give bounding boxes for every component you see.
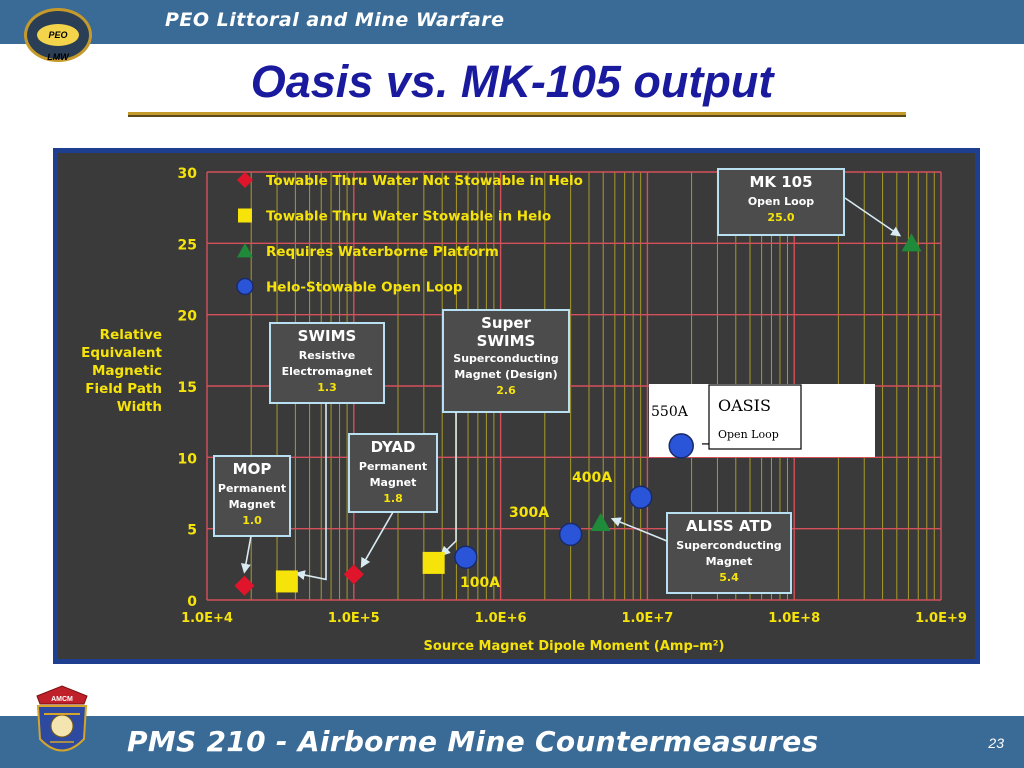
x-tick-label: 1.0E+4 [181,611,233,626]
callout-text-superswims: 2.6 [496,384,516,397]
data-point [628,485,653,510]
callout-text-swims: Resistive [299,349,355,362]
data-point [234,575,255,596]
legend-marker [238,208,252,223]
callout-box-superswims [442,309,570,413]
x-tick-label: 1.0E+6 [475,611,527,626]
x-tick-label: 1.0E+9 [915,611,967,626]
point-label-550a: 550A [651,404,689,420]
title-underline [128,112,906,115]
svg-text:AMCM: AMCM [51,696,73,703]
data-point [422,551,445,574]
callout-box-swims [269,322,385,404]
callout-text-mk105: 25.0 [767,211,794,224]
callout-text-swims: 1.3 [317,381,337,394]
x-axis-label: Source Magnet Dipole Moment (Amp–m²) [424,639,725,654]
callout-text-superswims: SWIMS [477,332,536,350]
legend-marker [237,243,253,258]
data-point [343,564,364,585]
peo-lmw-logo: PEO LMW [24,8,92,62]
callout-arrow [844,197,902,237]
callout-text-swims: Electromagnet [282,365,373,378]
y-axis-label: Magnetic [92,363,162,379]
callout-text-mk105: MK 105 [749,173,812,191]
callout-box-mop [213,455,291,537]
slide-title: Oasis vs. MK-105 output [250,56,774,107]
callout-box-aliss [666,512,792,594]
y-axis-label: Field Path [85,381,162,397]
page-number: 23 [988,735,1004,751]
legend-marker [236,277,254,296]
callout-text-swims: SWIMS [298,327,357,345]
y-tick-label: 20 [178,309,198,325]
data-point [558,522,583,547]
callout-box-mk105 [717,168,845,236]
y-tick-label: 0 [187,594,197,610]
y-axis-label: Equivalent [81,345,162,361]
callout-text-superswims: Magnet (Design) [454,368,557,381]
callout-text-dyad: Magnet [370,476,417,489]
callout-text-superswims: Superconducting [453,352,558,365]
legend-marker [237,172,253,188]
callout-arrow [610,517,668,542]
y-tick-label: 30 [178,166,198,182]
legend-label: Towable Thru Water Stowable in Helo [266,209,551,225]
callout-box-dyad [348,433,438,513]
callout-text-superswims: Super [481,314,531,332]
callout-text-aliss: ALISS ATD [686,517,772,535]
program-name: PMS 210 - Airborne Mine Countermeasures [127,725,819,758]
callout-text-dyad: DYAD [371,438,416,456]
callout-text-dyad: Permanent [359,460,427,473]
x-tick-label: 1.0E+8 [768,611,820,626]
point-label-400a: 400A [572,470,612,486]
callout-text-mop: 1.0 [242,514,262,527]
legend-label: Helo-Stowable Open Loop [266,280,463,296]
y-tick-label: 10 [178,451,198,467]
data-point [454,545,478,569]
y-tick-label: 25 [178,237,197,253]
point-label-100a: 100A [460,575,500,591]
y-axis-label: Relative [100,327,162,343]
callout-text-mk105: Open Loop [748,195,814,208]
callout-text-dyad: 1.8 [383,492,403,505]
logo-text: PEO LMW [37,24,79,62]
callout-arrow [240,535,252,574]
callout-text-aliss: Superconducting [676,539,781,552]
point-label-300a: 300A [509,505,549,521]
amcm-badge-icon: AMCM [36,685,88,752]
callout-text-aliss: 5.4 [719,571,739,584]
y-tick-label: 5 [187,523,197,539]
callout-arrow [360,511,394,569]
y-tick-label: 15 [178,380,197,396]
oasis-point [668,433,694,459]
footer-bar [0,716,1024,768]
y-axis-label: Width [117,399,162,415]
oasis-box [708,384,802,450]
oasis-title: OASIS [718,396,771,415]
callout-text-aliss: Magnet [706,555,753,568]
callout-text-mop: Magnet [229,498,276,511]
data-point [590,512,611,531]
header-bar [0,0,1024,44]
org-name: PEO Littoral and Mine Warfare [165,9,505,31]
x-tick-label: 1.0E+5 [328,611,380,626]
oasis-subtitle: Open Loop [718,428,779,441]
callout-text-mop: MOP [233,460,272,478]
data-point [275,570,298,593]
legend-label: Requires Waterborne Platform [266,244,499,260]
callout-arrow [440,412,457,557]
callout-arrow [294,403,327,581]
callout-text-mop: Permanent [218,482,286,495]
data-point [901,233,922,252]
legend-label: Towable Thru Water Not Stowable in Helo [266,173,583,189]
title-underline-shadow [128,115,906,117]
x-tick-label: 1.0E+7 [621,611,673,626]
